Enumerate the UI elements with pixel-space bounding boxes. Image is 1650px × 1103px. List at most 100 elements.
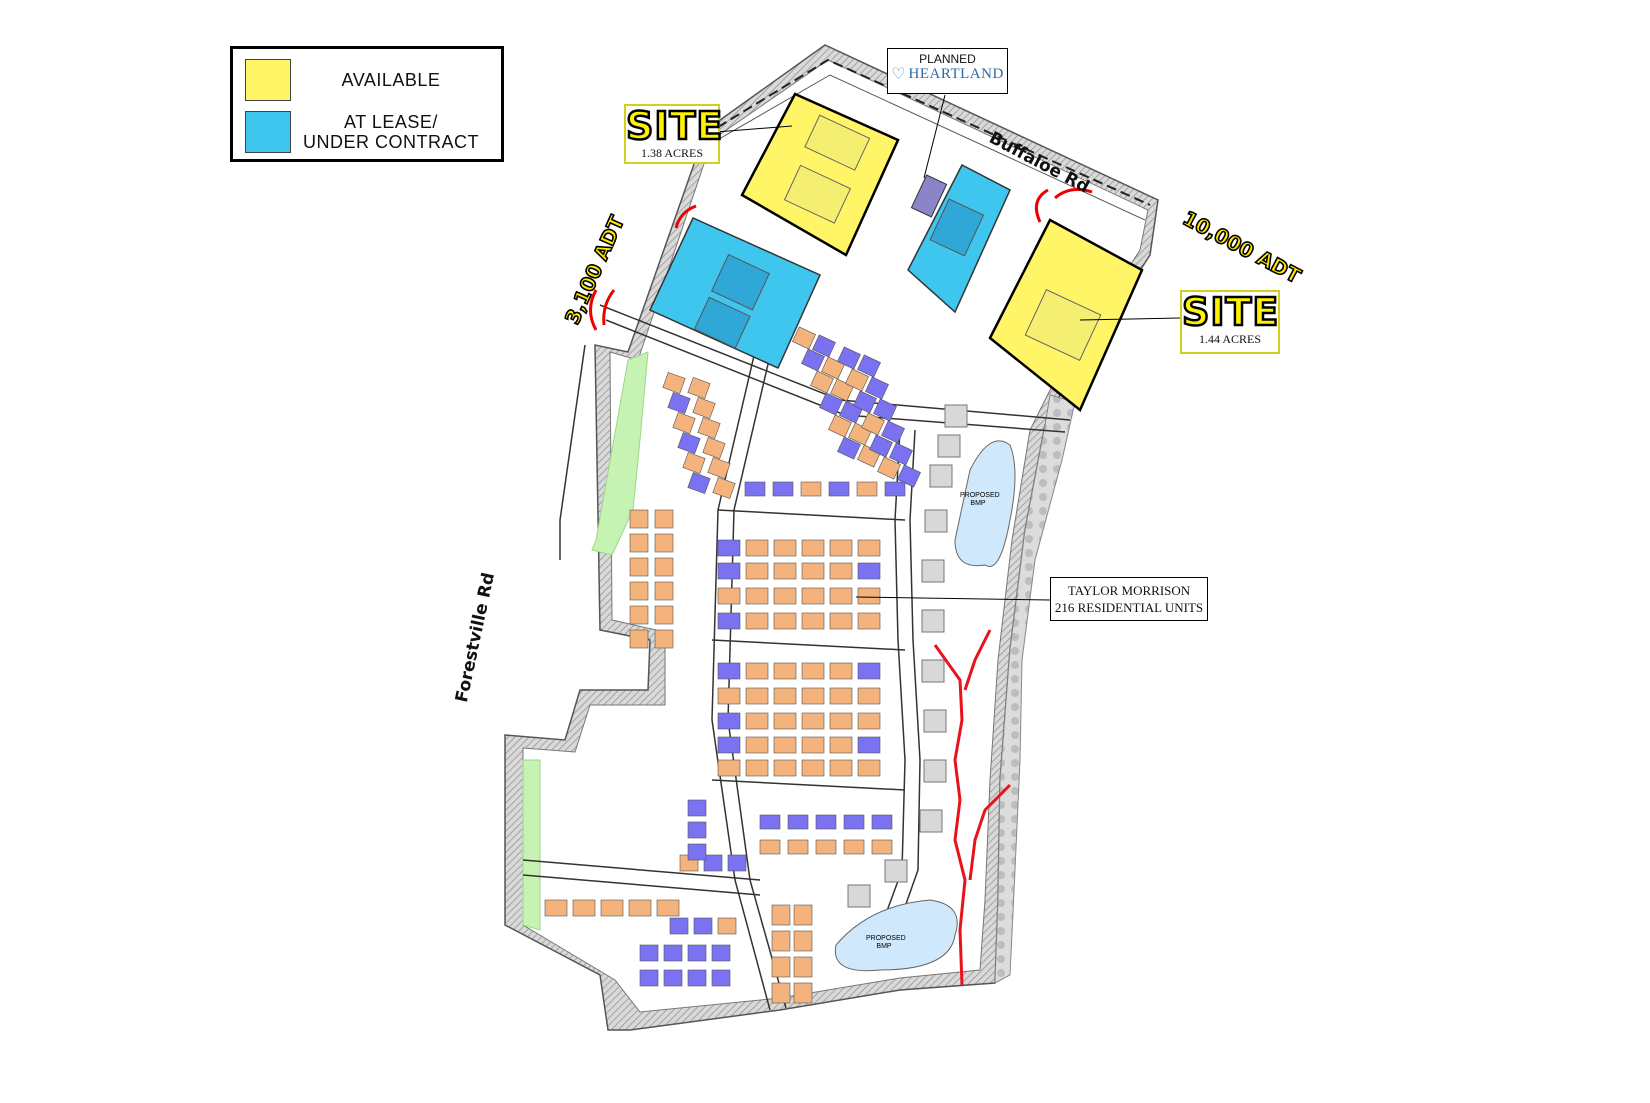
lot-orange: [829, 736, 853, 754]
lot-purple: [639, 969, 659, 987]
lot-orange: [773, 587, 797, 605]
lot-orange: [773, 687, 797, 705]
lot-orange: [745, 662, 769, 680]
green-buffer-lower: [522, 759, 541, 931]
lot-orange: [717, 687, 741, 705]
lot-orange: [682, 452, 706, 474]
lot-orange: [771, 982, 791, 1004]
lot-purple: [663, 944, 683, 962]
lease-swatch: [245, 111, 291, 153]
site-2-acres: 1.44 ACRES: [1198, 332, 1261, 346]
townhome-clusters: [847, 404, 968, 908]
lot-orange: [843, 839, 865, 855]
lot-purple: [837, 436, 861, 460]
lot-purple: [884, 481, 906, 497]
lot-orange: [829, 759, 853, 777]
lot-purple: [815, 814, 837, 830]
lot-orange: [801, 712, 825, 730]
lot-orange: [773, 712, 797, 730]
unit-count: 216 RESIDENTIAL UNITS: [1054, 600, 1204, 615]
lot-orange: [793, 956, 813, 978]
lot-purple: [711, 969, 731, 987]
lot-orange: [771, 956, 791, 978]
lot-orange: [654, 581, 674, 601]
lot-purple: [812, 334, 836, 358]
lot-orange: [745, 759, 769, 777]
lot-orange: [692, 397, 716, 419]
lot-orange: [829, 587, 853, 605]
lot-purple: [865, 376, 889, 400]
lot-purple: [687, 821, 707, 839]
lot-orange: [572, 899, 596, 917]
lot-purple: [857, 354, 881, 378]
lot-orange: [792, 326, 816, 350]
lot-orange: [544, 899, 568, 917]
lot-orange: [801, 612, 825, 630]
lot-purple: [687, 969, 707, 987]
lot-orange: [821, 356, 845, 380]
lot-purple: [687, 799, 707, 817]
lot-orange: [628, 899, 652, 917]
lot-orange: [810, 370, 834, 394]
map-legend: AVAILABLE AT LEASE/ UNDER CONTRACT: [230, 46, 504, 162]
lot-orange: [717, 759, 741, 777]
lot-orange: [801, 736, 825, 754]
lot-purple: [687, 944, 707, 962]
bmp-lower-line2: BMP: [876, 943, 892, 950]
lot-orange: [801, 662, 825, 680]
callout-leaders: [715, 94, 1181, 601]
lot-orange: [815, 839, 837, 855]
pond-lower: [834, 899, 958, 972]
lot-purple: [857, 662, 881, 680]
lot-purple: [857, 562, 881, 580]
wooded-buffer: [994, 394, 1076, 984]
pond-upper: [954, 440, 1016, 567]
site-1-label: SITE: [625, 104, 724, 148]
lot-orange: [773, 662, 797, 680]
lot-purple: [881, 420, 905, 444]
lot-orange: [773, 539, 797, 557]
lot-orange: [745, 687, 769, 705]
lot-orange: [600, 899, 624, 917]
lot-orange: [707, 457, 731, 479]
lot-orange: [856, 481, 878, 497]
lot-orange: [759, 839, 781, 855]
lot-purple: [853, 390, 877, 414]
lot-purple: [687, 843, 707, 861]
developer-name: TAYLOR MORRISON: [1067, 583, 1191, 598]
lot-orange: [793, 904, 813, 926]
lot-orange: [745, 587, 769, 605]
lot-orange: [654, 605, 674, 625]
lot-orange: [857, 759, 881, 777]
taylor-morrison-callout: TAYLOR MORRISON 216 RESIDENTIAL UNITS: [1050, 577, 1208, 621]
lot-orange: [773, 612, 797, 630]
lot-orange: [857, 712, 881, 730]
bmp-lower-line1: PROPOSED: [866, 935, 906, 942]
lot-purple: [717, 736, 741, 754]
available-swatch: [245, 59, 291, 101]
lot-orange: [654, 533, 674, 553]
lot-orange: [702, 437, 726, 459]
lot-purple: [669, 917, 689, 935]
lot-purple: [787, 814, 809, 830]
lot-orange: [801, 539, 825, 557]
planned-heartland-callout: PLANNED ♡ HEARTLAND: [887, 48, 1008, 94]
heartland-building: [910, 174, 948, 218]
legend-row-lease: AT LEASE/ UNDER CONTRACT: [245, 111, 491, 153]
heartland-brand: HEARTLAND: [908, 66, 1004, 82]
lot-purple: [843, 814, 865, 830]
lot-orange: [793, 930, 813, 952]
lot-orange: [629, 533, 649, 553]
lot-orange: [745, 736, 769, 754]
lot-purple: [639, 944, 659, 962]
lot-orange: [629, 581, 649, 601]
lot-orange: [712, 477, 736, 499]
lot-purple: [837, 346, 861, 370]
site-callout-2: SITE 1.44 ACRES: [1180, 290, 1280, 354]
bmp-upper-line2: BMP: [970, 500, 986, 507]
lot-purple: [828, 481, 850, 497]
lot-orange: [717, 587, 741, 605]
lot-orange: [801, 687, 825, 705]
site-2-label: SITE: [1181, 290, 1280, 334]
